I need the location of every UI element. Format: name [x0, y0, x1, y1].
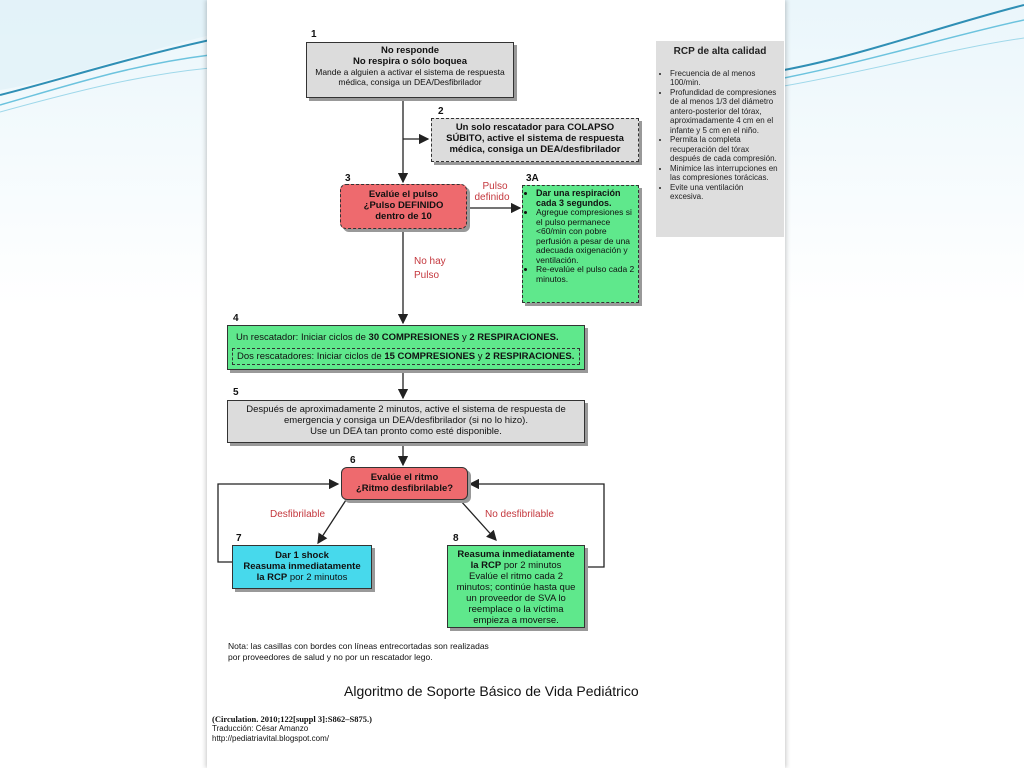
panel-item-4: Minimice las interrupciones en las compr… — [670, 164, 778, 183]
box-step-3: Evalúe el pulso ¿Pulso DEFINIDO dentro d… — [340, 184, 467, 229]
box5-text-2: Use un DEA tan pronto como esté disponib… — [310, 426, 502, 437]
decorative-waves-right — [784, 4, 1024, 87]
footnote-line-1: Nota: las casillas con bordes con líneas… — [228, 641, 489, 651]
box3a-list: Dar una respiración cada 3 segundos. Agr… — [526, 188, 635, 284]
footnote: Nota: las casillas con bordes con líneas… — [228, 641, 489, 662]
label-pulso-definido: Pulso definido — [474, 181, 510, 203]
box3a-item-1: Dar una respiración cada 3 segundos. — [536, 188, 635, 208]
box3-line-3: dentro de 10 — [375, 211, 432, 222]
box4-row1-mid: y — [459, 332, 470, 343]
label-pulso-a: Pulso — [482, 181, 508, 192]
panel-list: Frecuencia de al menos 100/min. Profundi… — [662, 69, 778, 202]
box8-duration: por 2 minutos — [501, 560, 562, 571]
box6-line-1: Evalúe el ritmo — [370, 472, 439, 483]
step-number-3a: 3A — [526, 173, 539, 184]
step-number-1: 1 — [311, 29, 317, 40]
step-number-6: 6 — [350, 455, 356, 466]
step-number-7: 7 — [236, 533, 242, 544]
box1-text: Mande a alguien a activar el sistema de … — [315, 67, 505, 87]
panel-title: RCP de alta calidad — [673, 46, 767, 57]
citation-translation: Traducción: César Amanzo — [212, 724, 309, 733]
step-number-3: 3 — [345, 173, 351, 184]
decorative-waves-left — [0, 0, 210, 113]
box4-row2-mid: y — [475, 351, 486, 362]
box2-text: Un solo rescatador para COLAPSO SÚBITO, … — [446, 122, 624, 155]
box1-title-2: No respira o sólo boquea — [352, 56, 468, 67]
box4-row1-bold-2: 2 RESPIRACIONES. — [469, 332, 559, 343]
box7-rcp: la RCP — [256, 572, 288, 583]
box7-line-1: Dar 1 shock — [275, 550, 329, 561]
panel-item-5: Evite una ventilación excesiva. — [670, 183, 778, 202]
diagram-title: Algoritmo de Soporte Básico de Vida Pedi… — [344, 683, 639, 699]
citation: (Circulation. 2010;122[suppl 3]:S862–S87… — [212, 714, 372, 744]
step-number-4: 4 — [233, 313, 239, 324]
box-step-7: Dar 1 shock Reasuma inmediatamente la RC… — [232, 545, 372, 589]
box8-rest: Evalúe el ritmo cada 2 minutos; continúe… — [456, 571, 576, 626]
box-step-3a: Dar una respiración cada 3 segundos. Agr… — [522, 185, 639, 303]
box6-line-2: ¿Ritmo desfibrilable? — [355, 483, 454, 494]
box-step-1: No responde No respira o sólo boquea Man… — [306, 42, 514, 98]
panel-item-1: Frecuencia de al menos 100/min. — [670, 69, 778, 88]
box4-row2-bold-1: 15 COMPRESIONES — [384, 351, 476, 362]
label-pulso-b: definido — [474, 192, 510, 203]
box4-row1-pre: Un rescatador: Iniciar ciclos de — [236, 332, 369, 343]
step-number-2: 2 — [438, 106, 444, 117]
citation-url[interactable]: http://pediatriavital.blogspot.com/ — [212, 734, 329, 743]
citation-ref: (Circulation. 2010;122[suppl 3]:S862–S87… — [212, 714, 372, 724]
box1-title-1: No responde — [380, 45, 440, 56]
box-step-8: Reasuma inmediatamente la RCP por 2 minu… — [447, 545, 585, 628]
box8-rcp: la RCP — [470, 560, 502, 571]
box4-row1-bold-1: 30 COMPRESIONES — [368, 332, 460, 343]
box-step-2: Un solo rescatador para COLAPSO SÚBITO, … — [431, 118, 639, 162]
box7-line-3: la RCP por 2 minutos — [233, 572, 371, 583]
box3-line-2: ¿Pulso DEFINIDO — [363, 200, 444, 211]
box5-text: Después de aproximadamente 2 minutos, ac… — [246, 404, 566, 426]
footnote-line-2: por proveedores de salud y no por un res… — [228, 651, 433, 662]
box-step-4: Un rescatador: Iniciar ciclos de 30 COMP… — [227, 325, 585, 370]
panel-item-2: Profundidad de compresiones de al menos … — [670, 88, 778, 136]
box3a-item-2: Agregue compresiones si el pulso permane… — [536, 207, 635, 265]
step-number-5: 5 — [233, 387, 239, 398]
box-step-6: Evalúe el ritmo ¿Ritmo desfibrilable? — [341, 467, 468, 500]
box-step-5: Después de aproximadamente 2 minutos, ac… — [227, 400, 585, 443]
label-no-desfibrilable: No desfibrilable — [485, 509, 554, 520]
label-no-pulso-b: Pulso — [414, 270, 440, 281]
box4-row2-pre: Dos rescatadores: Iniciar ciclos de — [237, 351, 385, 362]
label-desfibrilable: Desfibrilable — [270, 509, 326, 520]
box7-line-2: Reasuma inmediatamente — [243, 561, 361, 572]
box8-line-2: la RCP por 2 minutos — [454, 560, 578, 571]
box4-row-2: Dos rescatadores: Iniciar ciclos de 15 C… — [232, 348, 580, 365]
panel-item-3: Permita la completa recuperación del tór… — [670, 135, 778, 164]
step-number-8: 8 — [453, 533, 459, 544]
label-no-pulso: No hay Pulso — [414, 255, 446, 283]
box7-duration: por 2 minutos — [287, 572, 348, 583]
box8-line-1: Reasuma inmediatamente — [457, 549, 575, 560]
label-no-pulso-a: No hay — [414, 256, 446, 267]
box3a-item-3: Re-evalúe el pulso cada 2 minutos. — [536, 264, 635, 284]
box4-row-1: Un rescatador: Iniciar ciclos de 30 COMP… — [232, 329, 580, 346]
box3-line-1: Evalúe el pulso — [368, 189, 439, 200]
box4-row2-bold-2: 2 RESPIRACIONES. — [485, 351, 575, 362]
high-quality-cpr-panel: RCP de alta calidad Frecuencia de al men… — [656, 41, 784, 237]
